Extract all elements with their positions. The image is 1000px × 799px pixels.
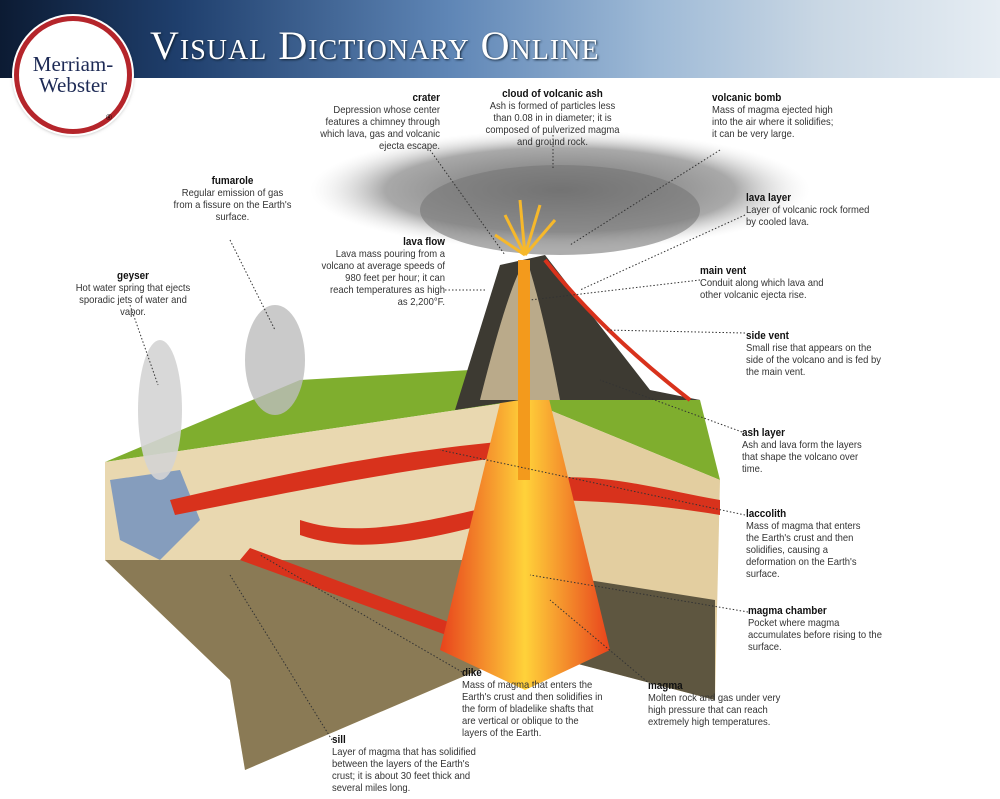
sill-shape bbox=[170, 440, 520, 515]
registered-mark: ® bbox=[106, 113, 112, 122]
ash-cloud-core bbox=[420, 165, 700, 255]
site-title: Visual Dictionary Online bbox=[150, 23, 600, 68]
laccolith-shape bbox=[530, 477, 720, 515]
magma-chamber-shape bbox=[440, 300, 610, 690]
eruption-jets bbox=[494, 199, 557, 257]
dike-shape bbox=[240, 500, 520, 640]
site-banner: Visual Dictionary Online bbox=[0, 0, 1000, 78]
logo-line-2: Webster bbox=[38, 73, 108, 97]
merriam-webster-logo[interactable]: Merriam- Webster bbox=[14, 16, 132, 134]
lava-flow-shape bbox=[543, 258, 692, 402]
logo-line-1: Merriam- bbox=[32, 52, 114, 76]
fumarole-plume bbox=[245, 305, 305, 415]
main-vent-shape bbox=[518, 260, 530, 480]
leader-lines bbox=[129, 135, 749, 741]
geyser-plume bbox=[138, 340, 182, 480]
geyser-water bbox=[110, 470, 200, 560]
